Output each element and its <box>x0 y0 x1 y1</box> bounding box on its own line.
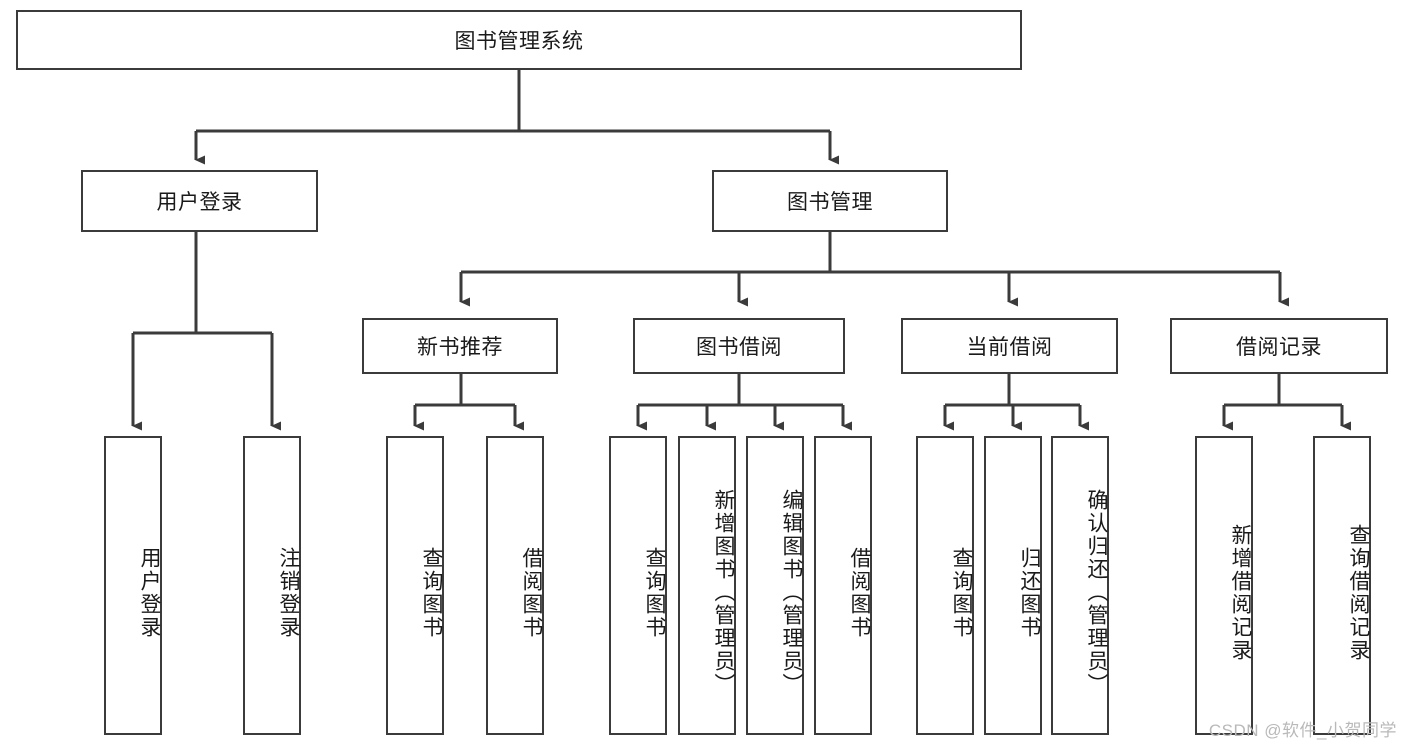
leaf-query-book-1-label: 查询图书 <box>420 546 443 639</box>
node-book-manage-label: 图书管理 <box>787 191 873 214</box>
leaf-add-book[interactable]: 新增图书（管理员） <box>678 436 736 735</box>
leaf-edit-book[interactable]: 编辑图书（管理员） <box>746 436 804 735</box>
leaf-borrow-book-1[interactable]: 借阅图书 <box>486 436 544 735</box>
node-book-borrow-label: 图书借阅 <box>696 336 782 359</box>
node-borrow-record[interactable]: 借阅记录 <box>1170 318 1388 374</box>
leaf-add-record-label: 新增借阅记录 <box>1229 523 1252 662</box>
leaf-borrow-book-1-label: 借阅图书 <box>520 546 543 639</box>
leaf-query-book-2[interactable]: 查询图书 <box>609 436 667 735</box>
leaf-query-record[interactable]: 查询借阅记录 <box>1313 436 1371 735</box>
leaf-add-record[interactable]: 新增借阅记录 <box>1195 436 1253 735</box>
watermark: CSDN @软件_小贺同学 <box>1208 721 1397 740</box>
leaf-user-login[interactable]: 用户登录 <box>104 436 162 735</box>
node-current-borrow-label: 当前借阅 <box>966 336 1053 359</box>
leaf-return-book[interactable]: 归还图书 <box>984 436 1042 735</box>
node-new-book-recommend-label: 新书推荐 <box>417 336 503 359</box>
node-book-borrow[interactable]: 图书借阅 <box>633 318 845 374</box>
leaf-borrow-book-2-label: 借阅图书 <box>848 546 871 639</box>
leaf-query-book-1[interactable]: 查询图书 <box>386 436 444 735</box>
leaf-add-book-label: 新增图书（管理员） <box>712 489 735 696</box>
leaf-logout-login[interactable]: 注销登录 <box>243 436 301 735</box>
leaf-borrow-book-2[interactable]: 借阅图书 <box>814 436 872 735</box>
node-user-login[interactable]: 用户登录 <box>81 170 318 232</box>
leaf-confirm-return-label: 确认归还（管理员） <box>1085 489 1108 696</box>
leaf-logout-login-label: 注销登录 <box>277 546 300 639</box>
node-root[interactable]: 图书管理系统 <box>16 10 1022 70</box>
node-new-book-recommend[interactable]: 新书推荐 <box>362 318 558 374</box>
leaf-confirm-return[interactable]: 确认归还（管理员） <box>1051 436 1109 735</box>
node-current-borrow[interactable]: 当前借阅 <box>901 318 1118 374</box>
node-user-login-label: 用户登录 <box>156 191 243 214</box>
node-book-manage[interactable]: 图书管理 <box>712 170 948 232</box>
node-borrow-record-label: 借阅记录 <box>1236 336 1322 359</box>
leaf-query-record-label: 查询借阅记录 <box>1347 523 1370 662</box>
node-root-label: 图书管理系统 <box>454 30 584 53</box>
leaf-return-book-label: 归还图书 <box>1018 546 1041 639</box>
leaf-edit-book-label: 编辑图书（管理员） <box>780 489 803 696</box>
leaf-query-book-3-label: 查询图书 <box>950 546 973 639</box>
leaf-query-book-3[interactable]: 查询图书 <box>916 436 974 735</box>
leaf-query-book-2-label: 查询图书 <box>643 546 666 639</box>
leaf-user-login-label: 用户登录 <box>138 546 161 639</box>
